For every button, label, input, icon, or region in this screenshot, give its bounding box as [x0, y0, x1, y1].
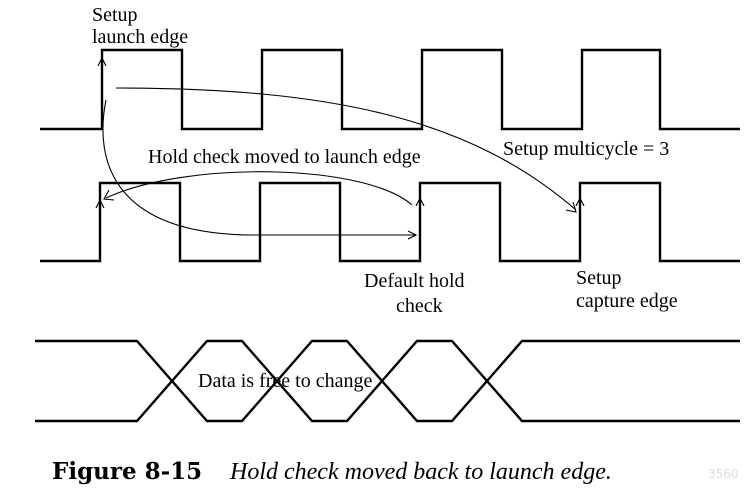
watermark: 3560 — [708, 467, 739, 481]
capture-edge-marker-icon-1 — [95, 198, 105, 209]
capture-edge-marker-icon-2 — [415, 196, 425, 207]
setup-multicycle-arrow — [115, 87, 577, 211]
launch-clock-waveform — [40, 48, 740, 131]
setup-multicycle-label: Setup multicycle = 3 — [503, 138, 669, 160]
hold-moved-arrow — [105, 171, 413, 206]
setup-capture-label-line2: capture edge — [576, 290, 678, 312]
default-hold-label-line1: Default hold — [364, 270, 465, 292]
data-waveform — [35, 339, 740, 423]
capture-edge-marker-icon-3 — [575, 196, 585, 207]
default-hold-arrow — [102, 99, 416, 236]
capture-clock-waveform — [40, 181, 740, 263]
setup-multicycle-arrowhead-icon — [565, 201, 577, 213]
default-hold-arrowhead-icon — [407, 230, 418, 240]
hold-moved-label: Hold check moved to launch edge — [148, 146, 421, 168]
default-hold-label-line2: check — [396, 295, 443, 317]
hold-moved-arrowhead-icon — [103, 189, 115, 201]
figure-title: Hold check moved back to launch edge. — [229, 459, 612, 485]
figure-number: Figure 8-15 — [52, 458, 202, 485]
data-free-label: Data is free to change — [198, 370, 372, 392]
setup-capture-label-line1: Setup — [576, 267, 622, 289]
setup-launch-label-line1: Setup — [92, 4, 138, 26]
launch-edge-marker-icon — [97, 56, 107, 67]
setup-launch-label-line2: launch edge — [92, 26, 188, 48]
